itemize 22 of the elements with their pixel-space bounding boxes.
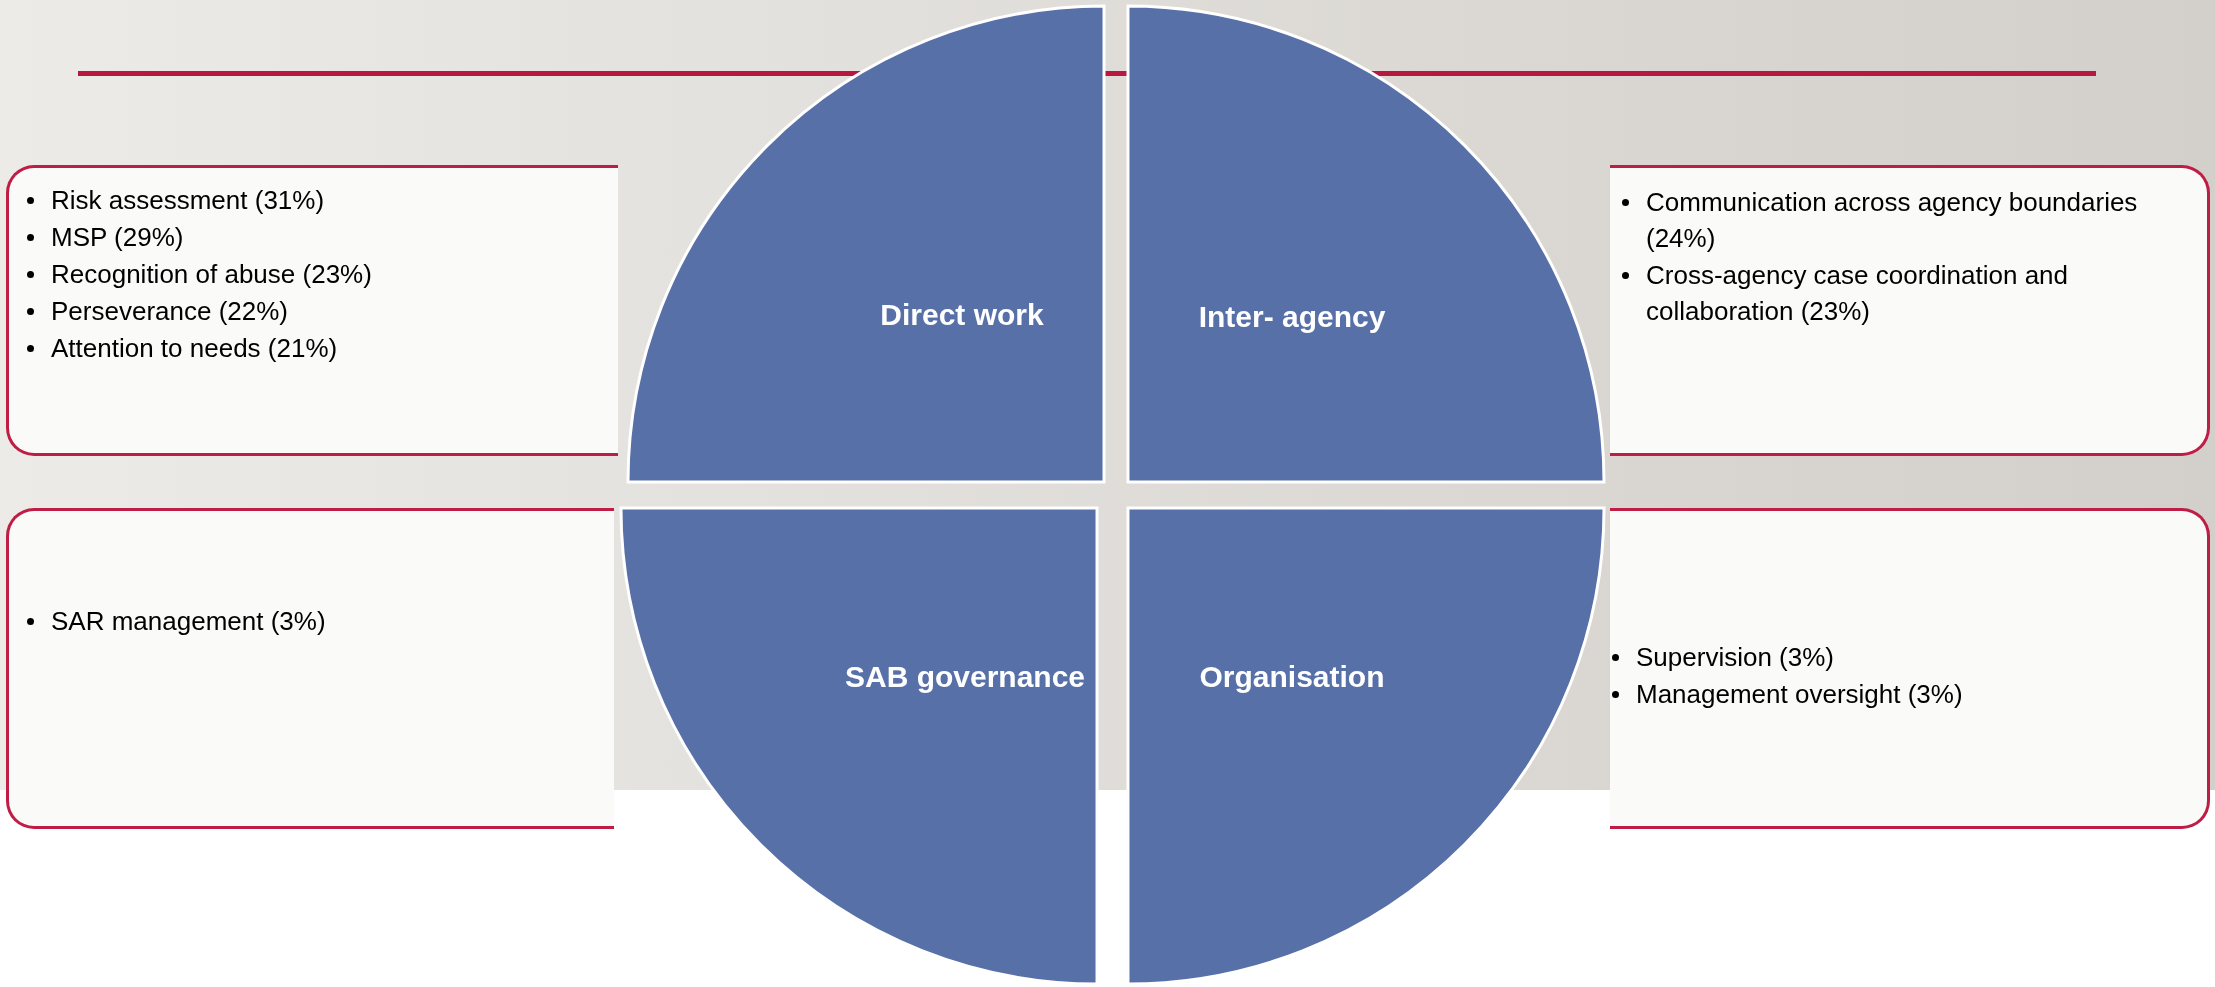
bullet-text: Communication across agency boundaries (24%) [1646,186,2139,255]
bullet-text: Management oversight (3%) [1636,678,1963,711]
bullet-text: Cross-agency case coordination and collaboration (23%) [1646,259,2070,328]
segment-label: Direct work [880,296,1044,333]
bullet-text: SAR management (3%) [51,605,326,638]
bullet-text: Supervision (3%) [1636,641,1834,674]
segment-label: SAB governance [844,658,1086,695]
bullet-text: Attention to needs (21%) [51,332,338,365]
text-box [6,508,614,829]
quadrant-segment [1126,4,1606,484]
text-box [1610,508,2210,829]
quadrant-segment [619,506,1099,986]
bullet-text: Recognition of abuse (23%) [51,258,372,291]
bullet-text: Risk assessment (31%) [51,184,325,217]
bullet-text: Perseverance (22%) [51,295,288,328]
text-box [1610,165,2210,456]
text-box [6,165,618,456]
quadrant-segment [626,4,1106,484]
quadrant-segment [1126,506,1606,986]
bullet-text: MSP (29%) [51,221,184,254]
segment-label: Organisation [1199,658,1385,695]
segment-label: Inter- agency [1198,298,1386,335]
